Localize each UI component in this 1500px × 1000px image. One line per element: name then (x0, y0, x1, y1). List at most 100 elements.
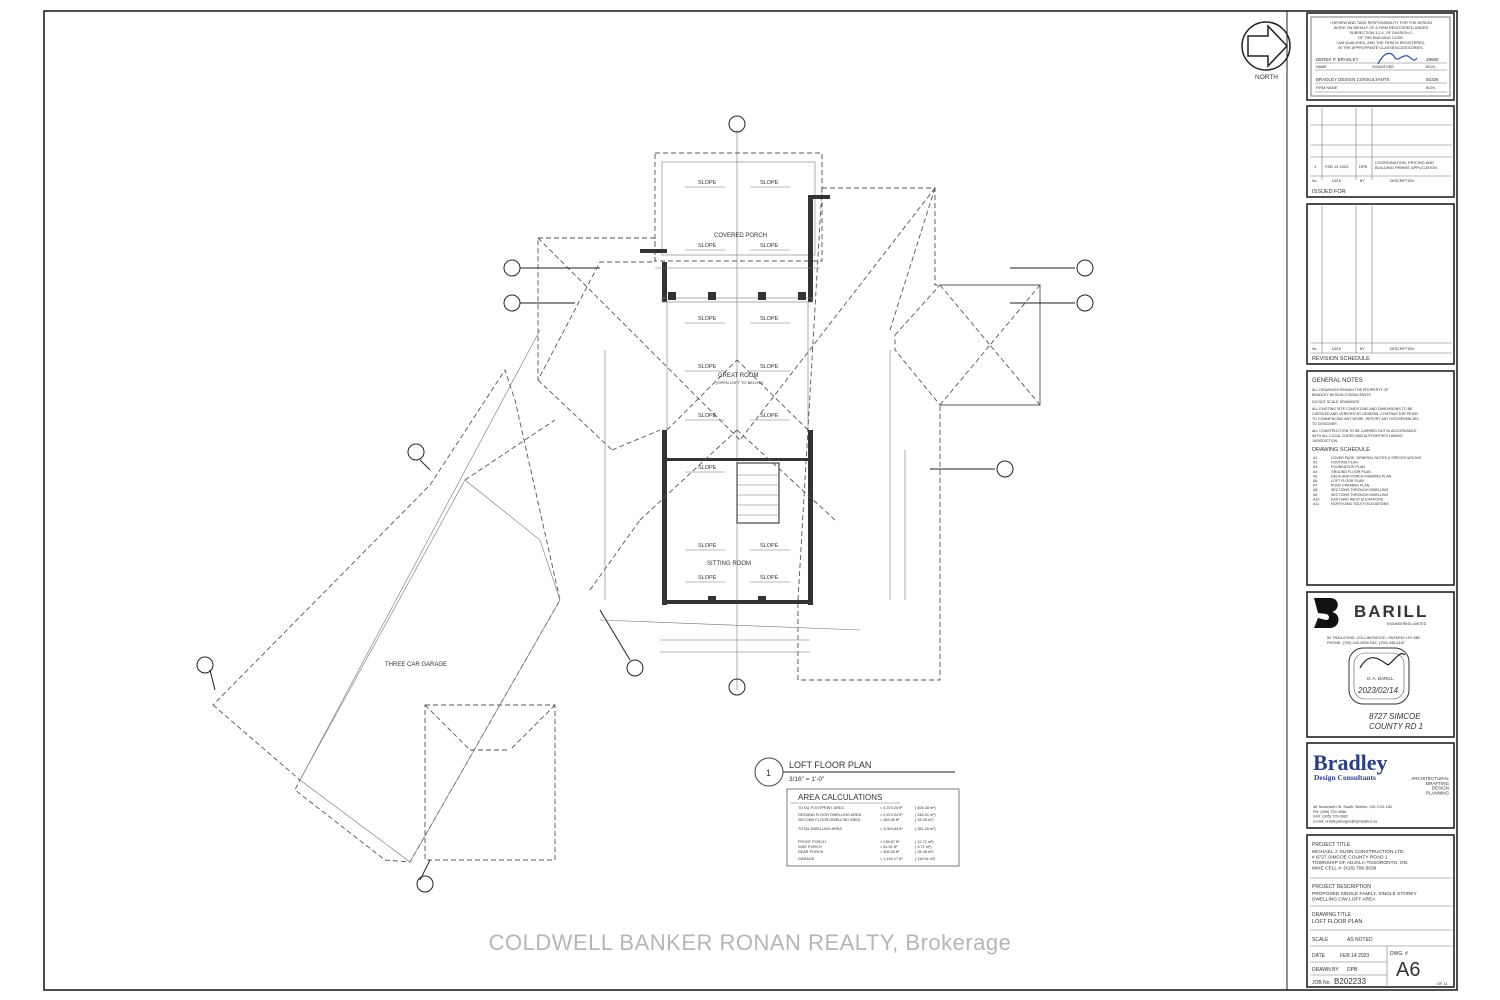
area-row-label: GROUND FLOOR DWELLING AREA (798, 813, 862, 817)
issued-no: 1 (1314, 164, 1317, 169)
loft-floor-plan: SLOPE SLOPE SLOPE SLOPE SLOPE SLOPE SLOP… (196, 115, 1094, 893)
revision-col-desc: DESCRIPTION (1390, 347, 1414, 351)
certification-box: I REVIEW AND TAKE RESPONSIBILITY FOR THE… (1306, 12, 1455, 101)
notes-line: WITH ALL LOCAL CODES AND AUTHORITIES HAV… (1312, 434, 1403, 438)
stamp-date: 2023/02/14 (1357, 686, 1399, 695)
area-row-m: ( 12.72 m²) (915, 840, 934, 844)
slope-label: SLOPE (698, 243, 717, 249)
project-box: PROJECT TITLE MICHAEL J. DUNN CONSTRUCTI… (1306, 834, 1455, 988)
slope-label: SLOPE (698, 413, 717, 419)
project-title-label: PROJECT TITLE (1312, 842, 1351, 848)
plan-title-text: LOFT FLOOR PLAN (789, 760, 871, 770)
dwg-label: DWG. # (1390, 951, 1408, 957)
notes-line: TO DESIGNER. (1312, 422, 1338, 426)
slope-label: SLOPE (698, 180, 717, 186)
schedule-sheet-no: A2 (1313, 461, 1317, 465)
issued-desc-1: COORDINATION, PRICING AND (1375, 160, 1434, 165)
slope-label: SLOPE (760, 543, 779, 549)
drawn-value: DPB (1347, 967, 1358, 973)
revision-title: REVISION SCHEDULE (1312, 356, 1370, 362)
issued-desc-2: BUILDING PERMIT APPLICATION (1375, 165, 1437, 170)
bradley-contact-line: PH: (905) 729-3986 (1313, 810, 1346, 814)
project-desc-line: PROPOSED SINGLE FAMILY, SINGLE STOREY (1312, 891, 1418, 897)
area-row-ft: = 4,374.24 ft² (880, 806, 903, 810)
date-label: DATE (1312, 953, 1326, 959)
cert-firm-label: FIRM NAME (1316, 86, 1338, 90)
schedule-sheet-no: A5 (1313, 474, 1317, 478)
notes-line: BRADLEY DESIGN CONSULTANTS (1312, 393, 1371, 397)
area-row-ft: = 369.40 ft² (880, 818, 900, 822)
notes-title: GENERAL NOTES (1312, 378, 1363, 384)
project-title-line: TOWNSHIP OF ADJALA-TOSORONTO, ON. (1312, 860, 1408, 866)
notes-line: DO NOT SCALE DRAWINGS (1312, 400, 1360, 404)
bradley-name: Bradley (1313, 750, 1388, 775)
slope-label: SLOPE (760, 575, 779, 581)
room-covered-porch: COVERED PORCH (714, 233, 767, 239)
notes-line: CHECKED AND VERIFIED BY GENERAL CONTRACT… (1312, 412, 1418, 416)
barill-sub: ENGINEERING LIMITED (1387, 622, 1427, 626)
barill-address: 50 TRAILS END, COLLINGWOOD, ONTARIO L9Y … (1327, 636, 1420, 640)
area-row-label: REAR PORCH (798, 850, 824, 854)
handwritten-address-1: 8727 SIMCOE (1369, 712, 1421, 721)
cert-text-line: IN THE APPROPRIATE CLASSES/CATEGORIES. (1338, 46, 1423, 50)
bradley-service: DRAFTING (1426, 781, 1449, 786)
cert-bcin-label-2: BCIN (1426, 86, 1435, 90)
schedule-title: DRAWING SCHEDULE (1312, 447, 1370, 453)
cert-firm-bcin: 50326 (1426, 77, 1439, 82)
slope-arrows (685, 186, 790, 583)
area-row-ft: = 1,194.17 ft² (880, 857, 903, 861)
bradley-contact-line: 48 Tecumseth St. South, Beeton, ON, L0G … (1313, 805, 1392, 809)
schedule-sheet-no: A4 (1313, 470, 1317, 474)
slope-label: SLOPE (698, 575, 717, 581)
slope-label: SLOPE (760, 180, 779, 186)
cert-text-line: OF THE BUILDING CODE. (1358, 36, 1404, 40)
plan-number: 1 (766, 768, 771, 778)
schedule-sheet-title: SECTIONS THROUGH DWELLING (1331, 488, 1388, 492)
schedule-sheet-title: ROOF FRAMING PLAN (1331, 484, 1370, 488)
issued-col-by: BY (1360, 179, 1365, 183)
schedule-sheet-no: A9 (1313, 493, 1317, 497)
project-title-line: MIKE CELL #: (416) 706-5638 (1312, 866, 1377, 872)
schedule-sheet-title: LOFT FLOOR PLAN (1331, 479, 1364, 483)
notes-line: TO COMMENCING ANY WORK. REPORT ANY DISCR… (1312, 417, 1419, 421)
cert-sig-label: SIGNATURE (1372, 65, 1394, 69)
bradley-box: Bradley Design Consultants ARCHITECTURAL… (1306, 742, 1455, 829)
job-value: B202233 (1334, 977, 1367, 986)
schedule-sheet-title: EAST AND WEST ELEVATIONS (1331, 497, 1384, 501)
area-row-label: TOTAL DWELLING AREA (798, 827, 842, 831)
area-calculations: AREA CALCULATIONS TOTAL FOOTPRINT AREA= … (786, 788, 960, 867)
area-row-ft: = 306.56 ft² (880, 850, 900, 854)
area-row-ft: = 136.87 ft² (880, 840, 900, 844)
schedule-sheet-no: A8 (1313, 488, 1317, 492)
cert-text-line: I AM QUALIFIED, AND THE FIRM IS REGISTER… (1337, 41, 1426, 45)
issued-by: DPB (1359, 164, 1368, 169)
scale-value: AS NOTED (1347, 937, 1373, 943)
notes-line: JURISDICTION. (1312, 439, 1338, 443)
issued-col-desc: DESCRIPTION (1390, 179, 1414, 183)
job-label: JOB No. (1312, 980, 1331, 986)
schedule-sheet-title: DECK AND PORCH FRAMING PLAN (1331, 474, 1392, 478)
general-notes-box: GENERAL NOTES ALL DRAWINGS REMAIN THE PR… (1306, 370, 1455, 586)
area-row-m: ( 110.94 m²) (915, 857, 936, 861)
stamp-name: D. A. BARILL (1367, 676, 1394, 681)
issued-date: FEB 14 2023 (1325, 164, 1349, 169)
revision-col-by: BY (1360, 347, 1365, 351)
bradley-name-2: Design Consultants (1314, 773, 1376, 782)
project-desc-label: PROJECT DESCRIPTION (1312, 884, 1371, 890)
notes-line: ALL DRAWINGS REMAIN THE PROPERTY OF (1312, 388, 1389, 392)
schedule-sheet-no: A6 (1313, 479, 1317, 483)
area-row-ft: = 61.51 ft² (880, 845, 898, 849)
bradley-contact-line: e-mail: bradleydesigns@sympatico.ca (1313, 819, 1378, 823)
revision-schedule-box: No. DATE BY DESCRIPTION REVISION SCHEDUL… (1306, 203, 1455, 365)
revision-col-date: DATE (1332, 347, 1342, 351)
area-row-ft: = 3,004.84 ft² (880, 827, 903, 831)
north-arrow: NORTH (1241, 21, 1291, 81)
slope-label: SLOPE (760, 243, 779, 249)
engineer-stamp-icon (1348, 647, 1410, 705)
handwritten-address-2: COUNTY RD 1 (1369, 722, 1423, 731)
barill-name: BARILL (1354, 602, 1428, 621)
area-row-m: ( 248.51 m²) (915, 813, 936, 817)
issued-col-no: No. (1312, 179, 1317, 183)
area-row-label: GARAGE (798, 857, 815, 861)
